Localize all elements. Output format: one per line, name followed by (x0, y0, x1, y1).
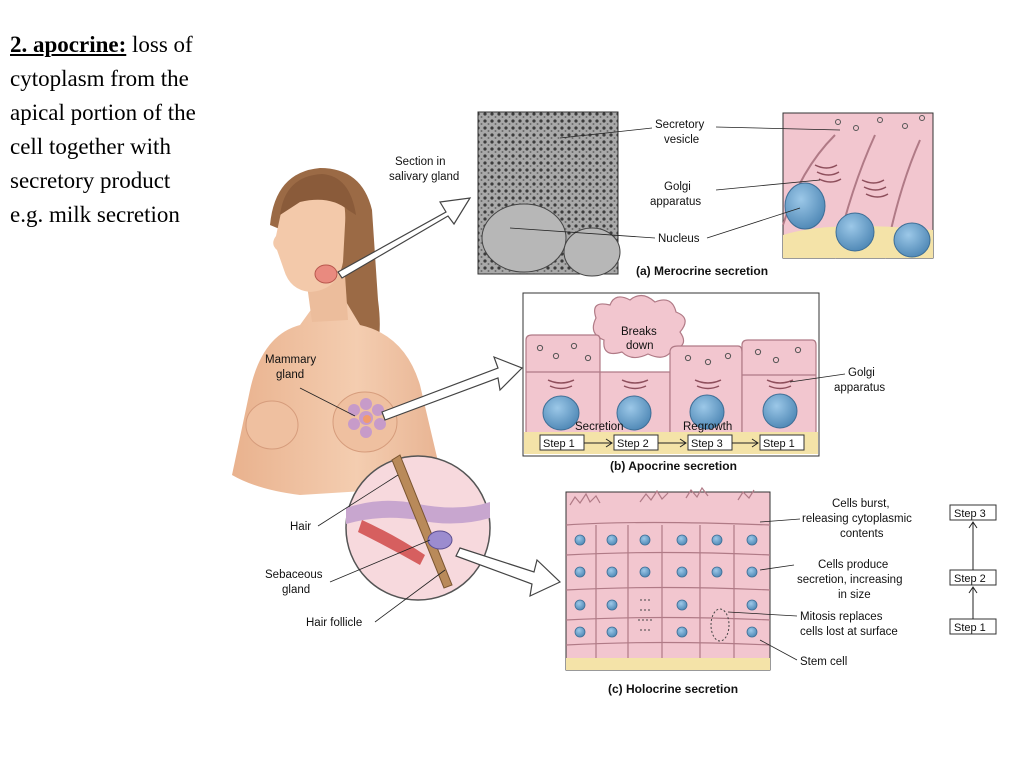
slide-line-1: loss of (132, 32, 193, 57)
apocrine-step-2: Step 2 (617, 438, 649, 450)
holocrine-step-2: Step 2 (954, 573, 986, 585)
label-stem-cell: Stem cell (800, 656, 847, 668)
label-secretory-vesicle-2: vesicle (664, 134, 699, 146)
slide-heading: 2. apocrine: (10, 32, 127, 57)
label-golgi-a-1: Golgi (664, 181, 691, 193)
label-golgi-b-1: Golgi (848, 367, 875, 379)
label-secretory-vesicle-1: Secretory (655, 119, 704, 131)
breast-left (245, 400, 299, 450)
label-cells-produce-1: Cells produce (818, 559, 888, 571)
merocrine-panel: Secretory vesicle Golgi apparatus Nucleu… (477, 111, 934, 278)
face (273, 180, 346, 292)
mammary-gland-flower (348, 398, 386, 438)
slide-line-2: cytoplasm from the (10, 66, 189, 91)
label-breaks-2: down (626, 340, 654, 352)
apocrine-panel: Breaks down Golgi app (522, 292, 885, 473)
label-mitosis-2: cells lost at surface (800, 626, 898, 638)
caption-holocrine: (c) Holocrine secretion (608, 682, 738, 696)
label-sebaceous-2: gland (282, 584, 310, 596)
label-nucleus: Nucleus (658, 233, 700, 245)
slide-line-4: cell together with (10, 134, 171, 159)
label-mitosis-1: Mitosis replaces (800, 611, 883, 623)
released-cytoplasm (592, 294, 686, 359)
sebaceous-gland-blob (427, 530, 453, 550)
arrow-to-apocrine (381, 355, 524, 421)
holocrine-panel: Cells burst, releasing cytoplasmic conte… (565, 486, 997, 696)
label-breaks-1: Breaks (621, 326, 657, 338)
label-section-1: Section in (395, 156, 446, 168)
caption-apocrine: (b) Apocrine secretion (610, 459, 737, 473)
label-golgi-a-2: apparatus (650, 196, 701, 208)
label-sebaceous-1: Sebaceous (265, 569, 323, 581)
label-cells-produce-3: in size (838, 589, 871, 601)
woman-illustration (232, 168, 440, 495)
arrow-to-holocrine (455, 547, 562, 598)
label-mammary-1: Mammary (265, 354, 316, 366)
label-cells-burst-1: Cells burst, (832, 498, 890, 510)
slide-line-5: secretory product (10, 168, 171, 193)
skin-inset (345, 454, 491, 601)
apocrine-step-4: Step 1 (763, 438, 795, 450)
slide-text: 2. apocrine: loss of cytoplasm from the … (10, 28, 250, 232)
caption-merocrine: (a) Merocrine secretion (636, 264, 768, 278)
label-section-2: salivary gland (389, 171, 459, 183)
label-hair-follicle: Hair follicle (306, 617, 362, 629)
arrow-to-merocrine (337, 197, 472, 279)
label-cells-burst-3: contents (840, 528, 884, 540)
label-golgi-b-2: apparatus (834, 382, 885, 394)
apocrine-step-1: Step 1 (543, 438, 575, 450)
salivary-gland-spot (314, 264, 338, 284)
slide-line-6: e.g. milk secretion (10, 202, 180, 227)
slide-line-3: apical portion of the (10, 100, 196, 125)
apocrine-step-3: Step 3 (691, 438, 723, 450)
label-mammary-2: gland (276, 369, 304, 381)
label-cells-produce-2: secretion, increasing (797, 574, 902, 586)
label-hair: Hair (290, 521, 311, 533)
holocrine-step-1: Step 1 (954, 622, 986, 634)
label-secretion: Secretion (575, 421, 624, 433)
label-regrowth: Regrowth (683, 421, 732, 433)
holocrine-step-3: Step 3 (954, 508, 986, 520)
erector-muscle (358, 520, 425, 565)
hair-front (280, 174, 356, 215)
label-cells-burst-2: releasing cytoplasmic (802, 513, 912, 525)
